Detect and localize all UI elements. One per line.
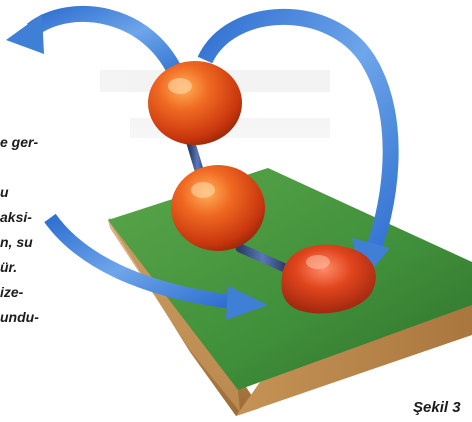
sphere-middle (171, 165, 265, 251)
text-fragment-6: ize- (0, 284, 23, 300)
blob-highlight (306, 255, 330, 269)
figure-caption: Şekil 3 (413, 399, 461, 416)
sphere-middle-highlight (191, 182, 215, 198)
arrow-top-left (32, 14, 178, 78)
text-fragment-5: ür. (0, 259, 17, 275)
arrow-top-left-head (6, 14, 44, 54)
text-fragment-3: aksi- (0, 209, 32, 225)
text-fragment-4: n, su (0, 234, 33, 250)
text-fragment-2: u (0, 184, 9, 200)
sphere-top-highlight (168, 78, 192, 94)
text-fragment-1: e ger- (0, 134, 38, 150)
sphere-top (148, 61, 242, 145)
text-fragment-7: undu- (0, 309, 39, 325)
